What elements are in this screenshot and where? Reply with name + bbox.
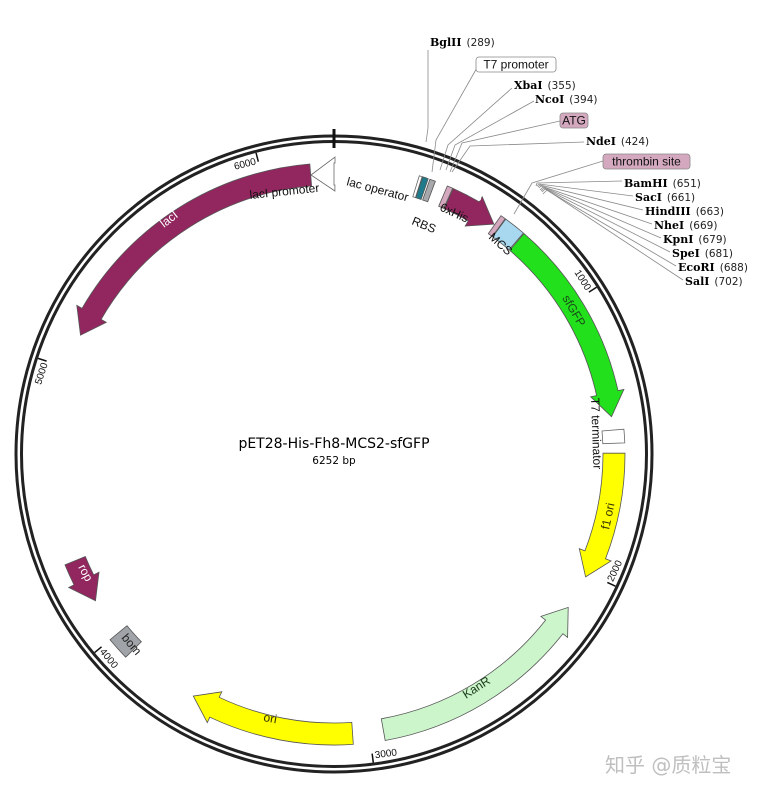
svg-text:T7 promoter: T7 promoter: [483, 58, 548, 72]
tick-mark-3000: [371, 753, 375, 763]
feature-f1-ori[interactable]: [578, 452, 626, 578]
leader-line-ncoi: [445, 100, 535, 171]
label-f1-ori[interactable]: f1 ori: [598, 502, 617, 531]
leader-line-kpni: [539, 186, 662, 239]
tick-label-1000: 1000: [572, 268, 593, 293]
features: [64, 156, 626, 746]
svg-text:BamHI(651): BamHI(651): [624, 177, 701, 190]
feature-laci[interactable]: [76, 163, 313, 336]
watermark: 知乎 @质粒宝: [605, 753, 731, 777]
feature-thrombin-site[interactable]: [487, 215, 506, 238]
feature-mcs[interactable]: [492, 218, 524, 251]
svg-text:HindIII(663): HindIII(663): [645, 205, 724, 218]
feature-t7-promoter[interactable]: [412, 175, 423, 199]
leader-line-thrombin: [513, 160, 604, 215]
tick-label-3000: 3000: [374, 747, 398, 761]
plasmid-name: pET28-His-Fh8-MCS2-sfGFP: [238, 436, 429, 452]
tick-mark-5000: [37, 357, 47, 362]
plasmid-backbone: [14, 129, 654, 774]
leader-line-spei: [540, 187, 671, 253]
svg-text:SpeI(681): SpeI(681): [672, 247, 733, 260]
feature-laci-promoter[interactable]: [310, 156, 336, 192]
label-thrombin-site[interactable]: thrombin site: [602, 153, 691, 170]
leader-line-ndei: [451, 141, 585, 173]
plasmid-size: 6252 bp: [312, 455, 356, 467]
leader-lines: [425, 50, 684, 281]
site-label-saci[interactable]: SacI(661): [635, 191, 695, 204]
tick-mark-6000: [255, 152, 260, 162]
svg-text:thrombin site: thrombin site: [612, 155, 681, 169]
site-label-bglii[interactable]: BglII(289): [430, 36, 495, 49]
svg-text:NheI(669): NheI(669): [654, 219, 717, 232]
backbone-outer-strand: [14, 134, 654, 774]
site-label-sali[interactable]: SalI(702): [685, 275, 743, 288]
feature-rbs[interactable]: [422, 178, 436, 203]
leader-line-xbai: [439, 87, 513, 171]
label-t7-terminator[interactable]: T7 terminator: [588, 398, 604, 470]
svg-text:NcoI(394): NcoI(394): [535, 93, 597, 106]
tick-mark-2000: [607, 581, 616, 587]
leader-line-saci: [536, 183, 634, 197]
label-rbs[interactable]: RBS: [410, 214, 438, 236]
svg-text:ATG: ATG: [562, 114, 586, 128]
site-label-spei[interactable]: SpeI(681): [672, 247, 733, 260]
label-lac-operator[interactable]: lac operator: [345, 174, 410, 204]
leader-line-t7-promoter: [431, 65, 479, 173]
feature-rop[interactable]: [64, 555, 100, 602]
label-ori[interactable]: ori: [262, 710, 278, 726]
svg-text:KpnI(679): KpnI(679): [663, 233, 727, 246]
feature-kanr[interactable]: [380, 606, 569, 741]
site-label-nhei[interactable]: NheI(669): [654, 219, 717, 232]
feature-sfgfp[interactable]: [509, 233, 625, 418]
leader-line-nhei: [538, 185, 653, 225]
tick-mark-1000: [588, 286, 597, 293]
feature-lac-operator[interactable]: [415, 176, 429, 201]
site-label-ndei[interactable]: NdeI(424): [586, 135, 649, 148]
site-label-kpni[interactable]: KpnI(679): [663, 233, 727, 246]
label-t7-promoter[interactable]: T7 promoter: [475, 56, 557, 73]
svg-text:XbaI(355): XbaI(355): [514, 79, 576, 92]
leader-line-sali: [542, 189, 684, 281]
svg-text:EcoRI(688): EcoRI(688): [678, 261, 748, 274]
feature-t7-terminator[interactable]: [601, 428, 626, 445]
leader-line-hindiii: [537, 184, 644, 211]
backbone-inner-strand: [20, 140, 648, 768]
leader-line-bamhi: [535, 180, 623, 187]
svg-text:SalI(702): SalI(702): [685, 275, 743, 288]
svg-text:SacI(661): SacI(661): [635, 191, 695, 204]
svg-text:NdeI(424): NdeI(424): [586, 135, 649, 148]
site-label-ncoi[interactable]: NcoI(394): [535, 93, 597, 106]
feature-6xhis[interactable]: [438, 185, 454, 209]
tick-mark-4000: [94, 646, 103, 654]
tick-label-6000: 6000: [233, 156, 258, 172]
feature-ori[interactable]: [192, 691, 354, 746]
feature-fh8[interactable]: [443, 187, 495, 227]
leader-line-atg: [449, 120, 561, 173]
site-label-bamhi[interactable]: BamHI(651): [624, 177, 701, 190]
label-atg[interactable]: ATG: [559, 112, 589, 129]
site-label-ecori[interactable]: EcoRI(688): [678, 261, 748, 274]
leader-line-ecori: [541, 188, 677, 267]
site-label-hindiii[interactable]: HindIII(663): [645, 205, 724, 218]
leader-line-bglii: [425, 50, 429, 143]
svg-text:BglII(289): BglII(289): [430, 36, 495, 49]
site-label-xbai[interactable]: XbaI(355): [514, 79, 576, 92]
feature-bom[interactable]: [109, 625, 142, 658]
